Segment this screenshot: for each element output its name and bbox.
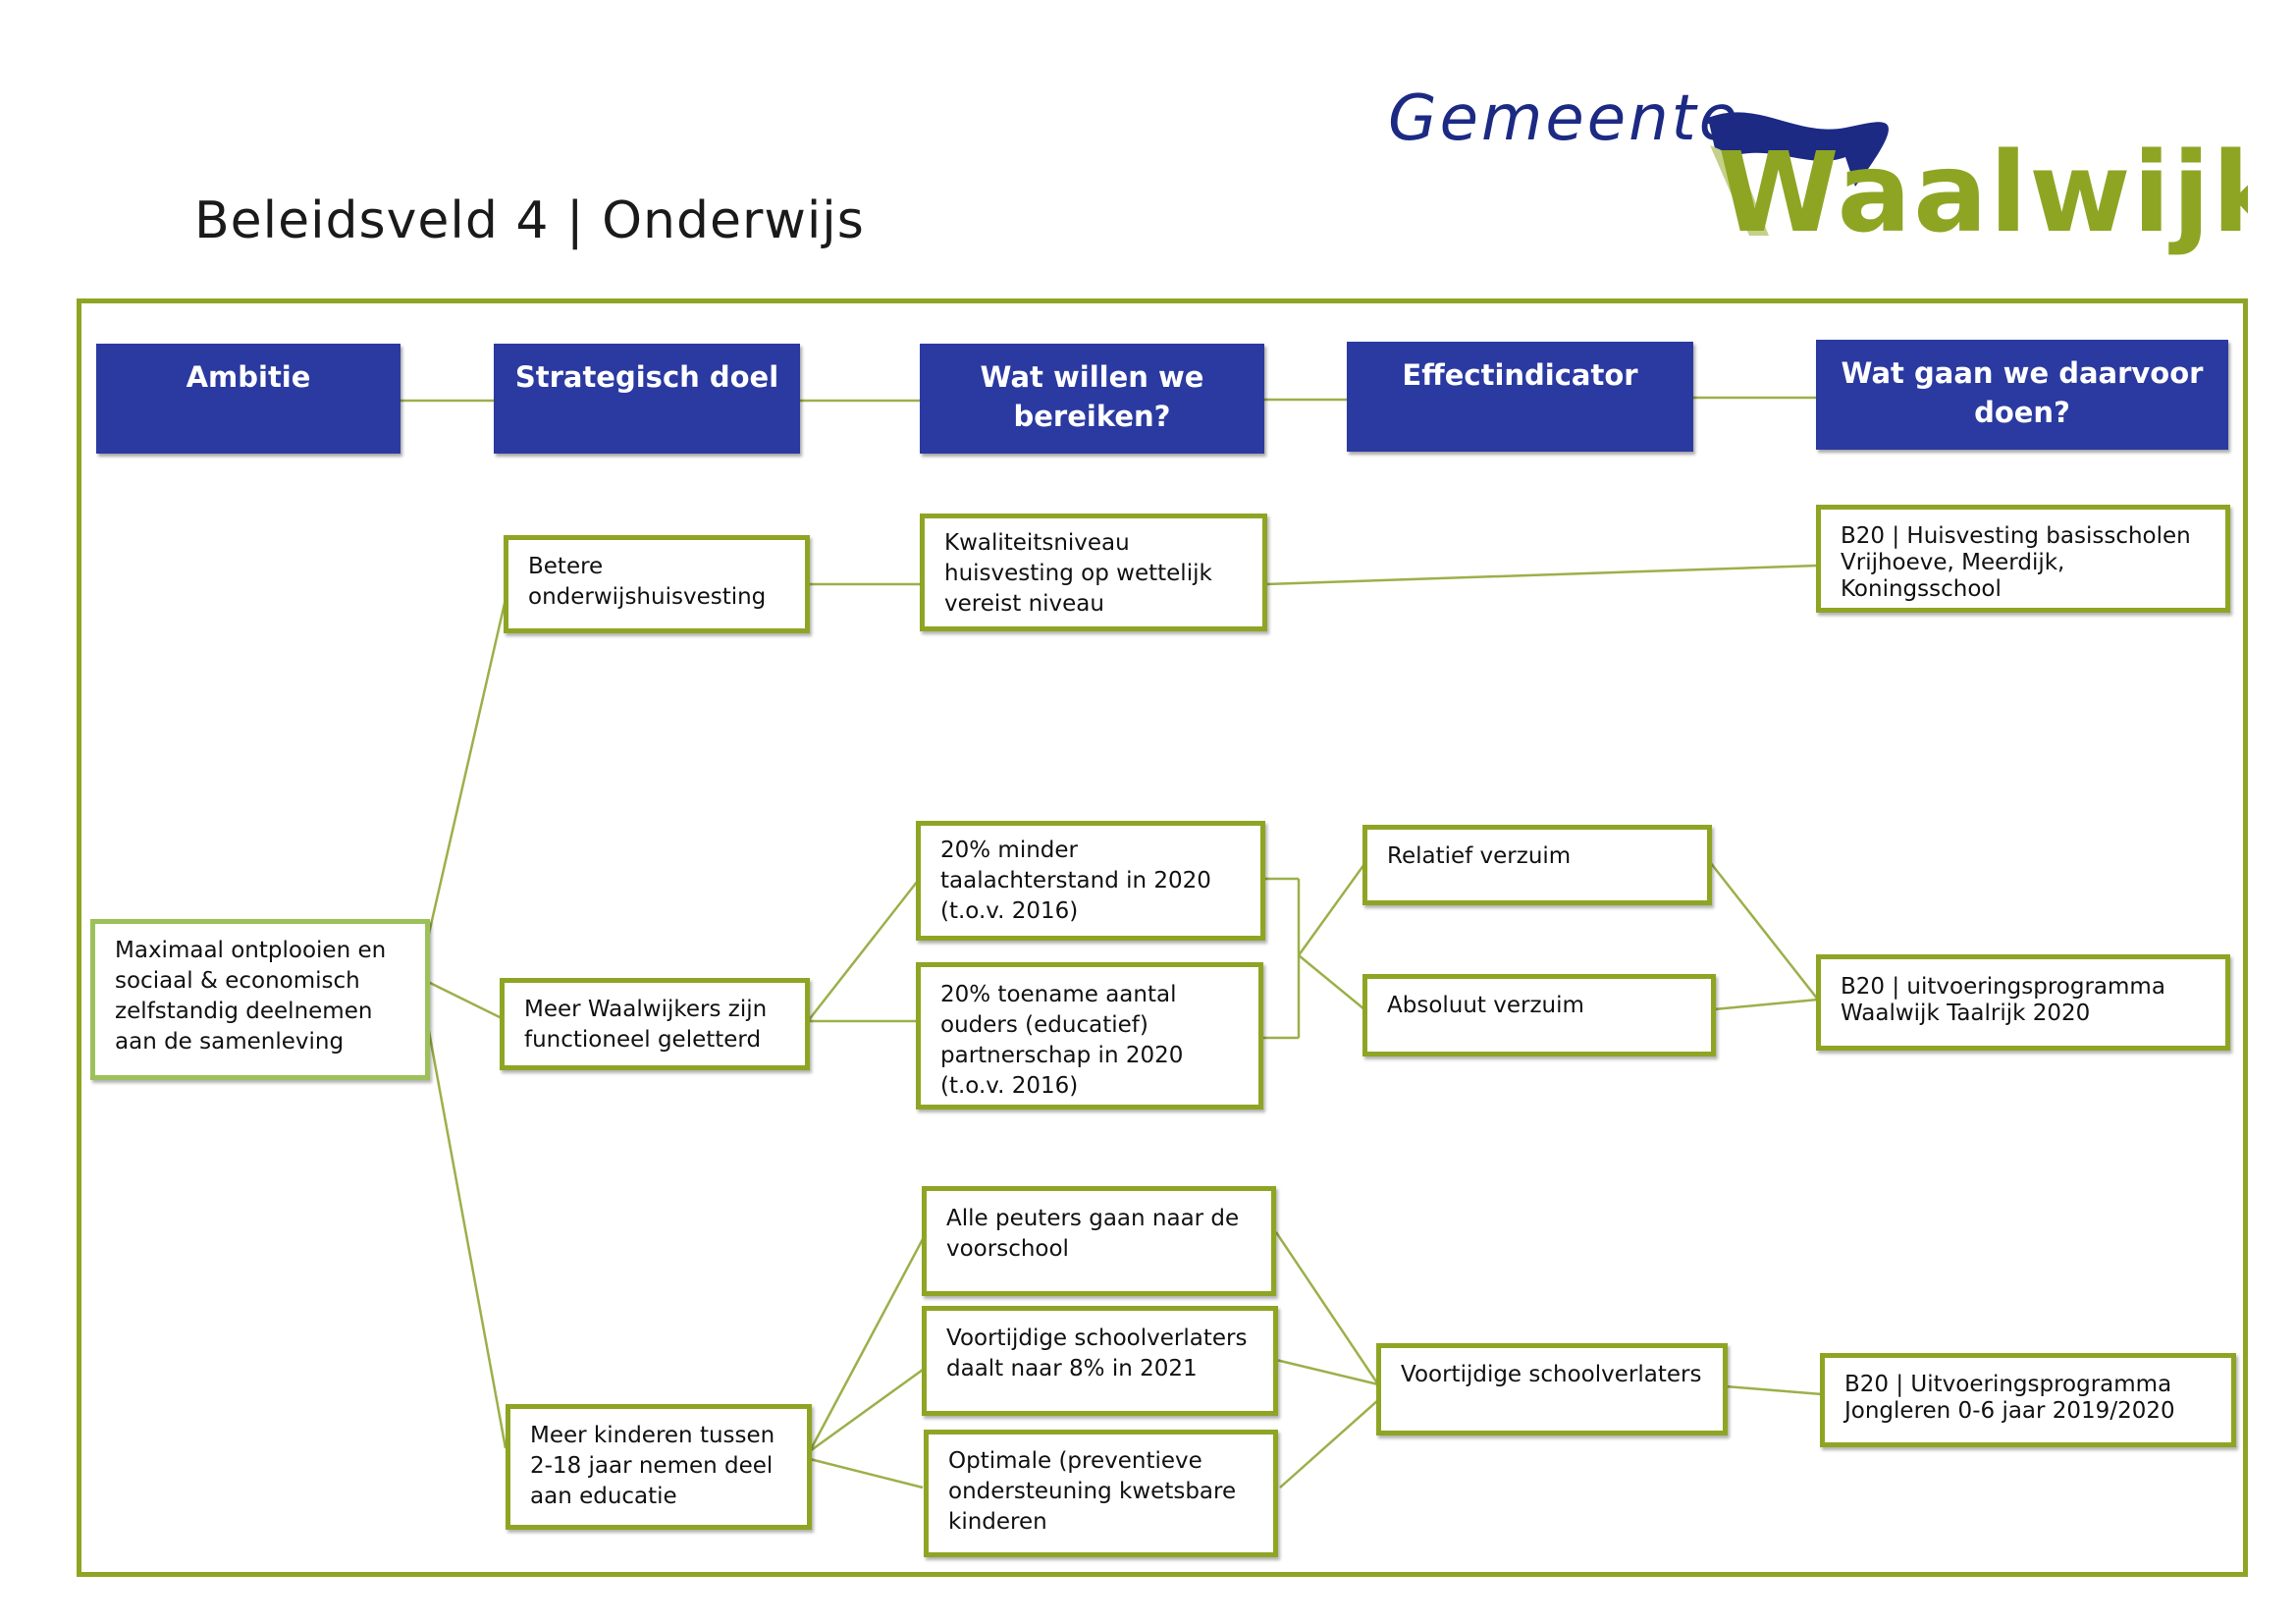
effect-voortijdige-schoolverlaters-box: Voortijdige schoolverlaters [1376,1343,1728,1435]
svg-text:Waalwijk: Waalwijk [1718,130,2248,257]
bereiken-ouders-partnerschap-text: 20% toename aantal ouders (educatief) pa… [940,982,1184,1099]
header-effectindicator: Effectindicator [1347,342,1693,452]
ambitie-box: Maximaal ontplooien en sociaal & economi… [90,919,430,1080]
effect-absoluut-verzuim-box: Absoluut verzuim [1362,974,1716,1056]
bereiken-ouders-partnerschap-box: 20% toename aantal ouders (educatief) pa… [916,962,1263,1110]
bereiken-peuters-text: Alle peuters gaan naar de voorschool [946,1206,1240,1262]
bereiken-kwaliteitsniveau-text: Kwaliteitsniveau huisvesting op wettelij… [944,530,1212,617]
bereiken-schoolverlaters-text: Voortijdige schoolverlaters daalt naar 8… [946,1326,1248,1381]
svg-text:Gemeente: Gemeente [1388,82,1740,155]
doen-huisvesting-box: B20 | Huisvesting basisscholen Vrijhoeve… [1816,505,2230,613]
gemeente-waalwijk-logo: Gemeente Waalwijk [1388,82,2248,257]
bereiken-kwaliteitsniveau-box: Kwaliteitsniveau huisvesting op wettelij… [920,514,1267,631]
header-ambitie: Ambitie [96,344,400,454]
doel-educatie-text: Meer kinderen tussen 2-18 jaar nemen dee… [530,1423,775,1509]
bereiken-taalachterstand-box: 20% minder taalachterstand in 2020 (t.o.… [916,821,1265,941]
bereiken-taalachterstand-text: 20% minder taalachterstand in 2020 (t.o.… [940,838,1211,924]
bereiken-ondersteuning-text: Optimale (preventieve ondersteuning kwet… [948,1448,1237,1535]
header-strategisch-doel: Strategisch doel [494,344,800,454]
bereiken-schoolverlaters-box: Voortijdige schoolverlaters daalt naar 8… [922,1306,1278,1416]
doen-taalrijk-text: B20 | uitvoeringsprogramma Waalwijk Taal… [1841,974,2165,1026]
effect-absoluut-verzuim-text: Absoluut verzuim [1387,993,1584,1018]
doen-jongleren-text: B20 | Uitvoeringsprogramma Jongleren 0-6… [1844,1372,2175,1424]
doel-onderwijshuisvesting-box: Betere onderwijshuisvesting [504,535,810,633]
ambitie-text: Maximaal ontplooien en sociaal & economi… [115,938,387,1055]
doel-geletterd-text: Meer Waalwijkers zijn functioneel gelett… [524,997,768,1053]
doel-geletterd-box: Meer Waalwijkers zijn functioneel gelett… [500,978,810,1070]
doen-taalrijk-box: B20 | uitvoeringsprogramma Waalwijk Taal… [1816,954,2230,1051]
doel-onderwijshuisvesting-text: Betere onderwijshuisvesting [528,554,767,610]
effect-relatief-verzuim-text: Relatief verzuim [1387,843,1572,869]
bereiken-ondersteuning-box: Optimale (preventieve ondersteuning kwet… [924,1430,1278,1557]
header-wat-gaan-we-daarvoor-doen: Wat gaan we daarvoor doen? [1816,340,2228,450]
doen-huisvesting-text: B20 | Huisvesting basisscholen Vrijhoeve… [1841,523,2191,602]
page-title: Beleidsveld 4 | Onderwijs [194,191,865,250]
diagram-frame [77,298,2248,1577]
effect-relatief-verzuim-box: Relatief verzuim [1362,825,1712,905]
header-wat-willen-we-bereiken: Wat willen we bereiken? [920,344,1264,454]
doen-jongleren-box: B20 | Uitvoeringsprogramma Jongleren 0-6… [1820,1353,2236,1447]
doel-educatie-box: Meer kinderen tussen 2-18 jaar nemen dee… [506,1404,812,1530]
bereiken-peuters-box: Alle peuters gaan naar de voorschool [922,1186,1276,1296]
effect-voortijdige-schoolverlaters-text: Voortijdige schoolverlaters [1401,1362,1702,1387]
